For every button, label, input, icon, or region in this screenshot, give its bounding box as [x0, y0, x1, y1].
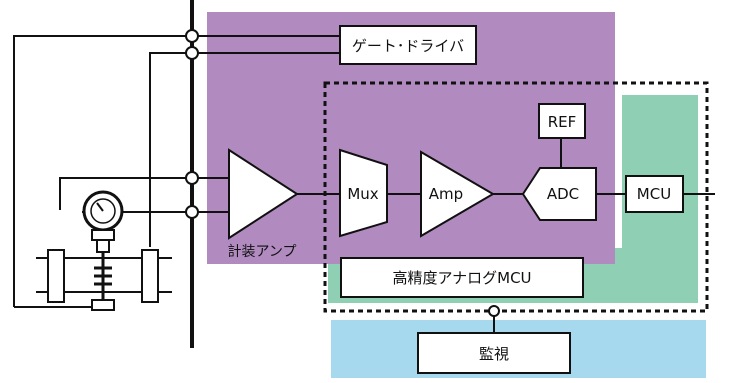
wiring [13, 35, 715, 333]
adc-symbol [521, 167, 597, 221]
precision-analog-mcu-box [340, 257, 584, 298]
mux-symbol [339, 148, 388, 238]
monitor-box [417, 332, 571, 374]
mcu-dashed-boundary [323, 81, 709, 313]
gate-driver-label: ゲート･ドライバ [352, 37, 464, 55]
amp-label: Amp [429, 185, 463, 203]
ref-box [538, 103, 586, 139]
gate-driver-box [339, 25, 477, 65]
bus-junctions [185, 29, 500, 317]
monitor-label: 監視 [479, 345, 509, 363]
instrumentation-amp-label: 計装アンプ [227, 244, 296, 260]
mux-label: Mux [347, 185, 378, 203]
ref-label: REF [548, 113, 577, 131]
adc-label: ADC [547, 185, 579, 203]
mcu-label: MCU [637, 185, 671, 203]
instrumentation-amp-symbol [228, 148, 299, 240]
pressure-sensor-icon [36, 190, 172, 311]
precision-analog-mcu-label: 高精度アナログMCU [392, 269, 531, 287]
mcu-box [625, 175, 684, 213]
amp-symbol [420, 150, 495, 238]
